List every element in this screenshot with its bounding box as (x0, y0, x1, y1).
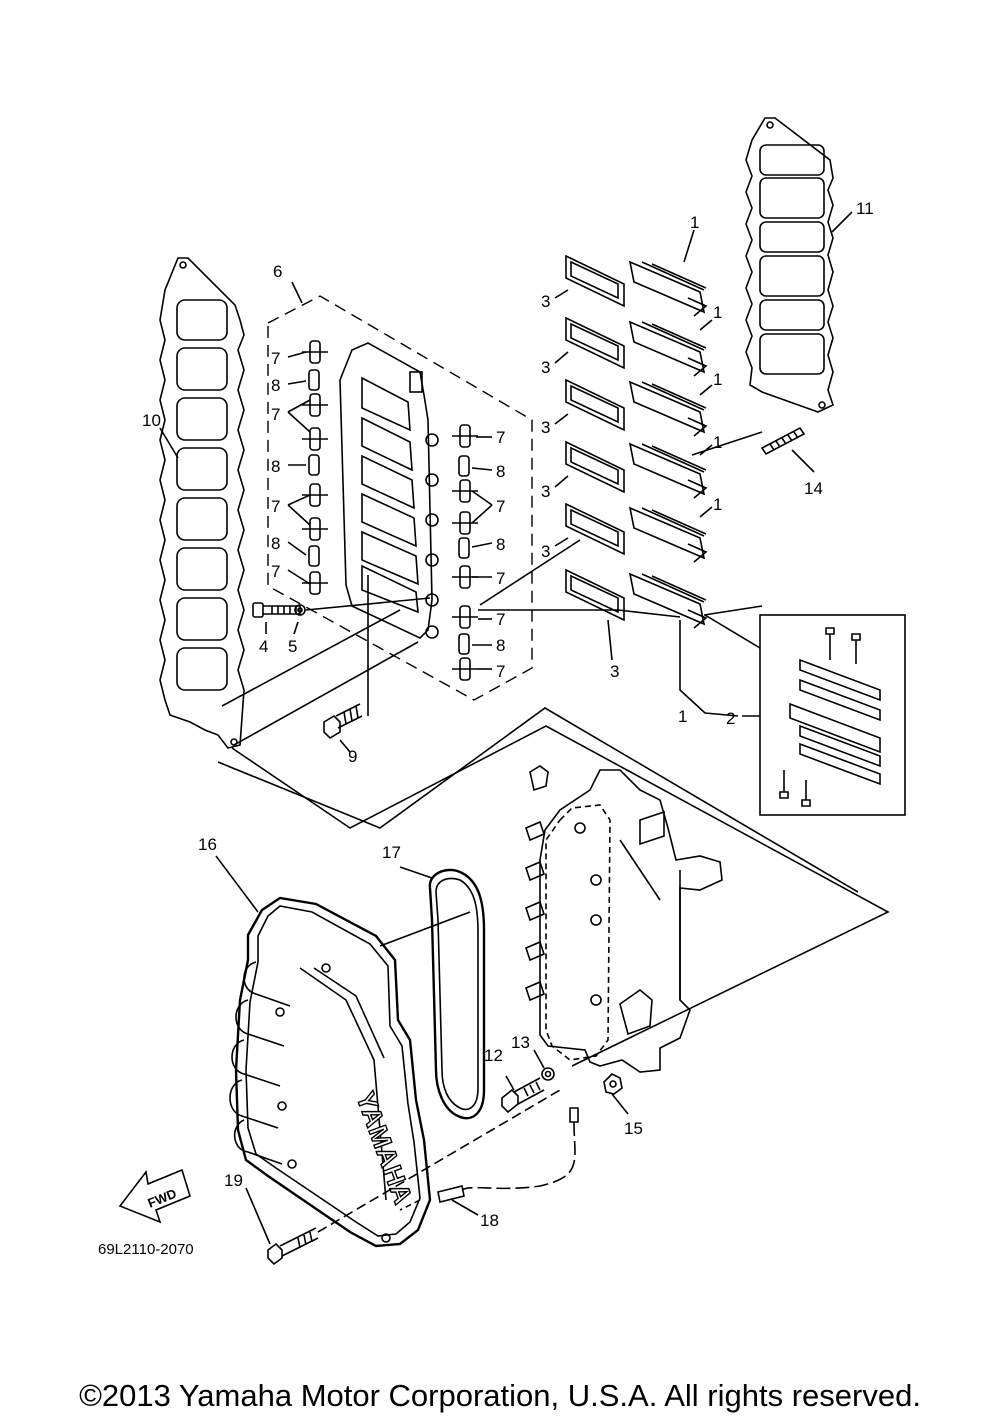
reed-valve-holder-6 (339, 342, 439, 639)
callout-3: 3 (610, 662, 619, 681)
callout-7: 7 (496, 610, 505, 629)
callout-13: 13 (511, 1033, 530, 1052)
callout-5: 5 (288, 637, 297, 656)
callout-8: 8 (496, 535, 505, 554)
callout-3: 3 (541, 542, 550, 561)
callout-17: 17 (382, 843, 401, 862)
callout-1: 1 (713, 370, 722, 389)
callout-4: 4 (259, 637, 268, 656)
drawing-code: 69L2110-2070 (98, 1241, 194, 1258)
callout-10: 10 (142, 411, 161, 430)
reed-valves-1 (628, 260, 708, 629)
leaders-1-3 (554, 229, 713, 661)
leader-16 (215, 855, 259, 913)
callout-1: 1 (713, 495, 722, 514)
callout-1: 1 (678, 707, 687, 726)
callout-19: 19 (224, 1171, 243, 1190)
callout-11: 11 (856, 199, 874, 218)
callout-8: 8 (271, 457, 280, 476)
assembly-6-boundary (267, 295, 533, 701)
callout-16: 16 (198, 835, 217, 854)
callout-2: 2 (726, 709, 735, 728)
stud-14 (760, 426, 815, 473)
callout-7: 7 (496, 428, 505, 447)
callout-8: 8 (271, 376, 280, 395)
callout-7: 7 (496, 497, 505, 516)
callout-3: 3 (541, 418, 550, 437)
callout-8: 8 (496, 636, 505, 655)
callout-3: 3 (541, 482, 550, 501)
gasket-10 (159, 257, 245, 749)
leaders-4-5 (265, 597, 431, 635)
copyright-notice: ©2013 Yamaha Motor Corporation, U.S.A. A… (79, 1378, 921, 1413)
bolt-19 (245, 1089, 561, 1266)
callouts: 1 1 1 1 1 1 2 3 3 3 3 3 3 4 5 6 7 7 7 7 … (142, 199, 874, 1230)
fittings-7-right (452, 424, 478, 681)
callout-7: 7 (271, 349, 280, 368)
callout-7: 7 (271, 562, 280, 581)
callout-3: 3 (541, 292, 550, 311)
reed-valve-detail-2 (742, 614, 906, 816)
callout-3: 3 (541, 358, 550, 377)
callout-15: 15 (624, 1119, 643, 1138)
callout-1: 1 (713, 433, 722, 452)
callout-1: 1 (713, 303, 722, 322)
fwd-arrow-icon: FWD (118, 1168, 191, 1224)
callout-1: 1 (690, 213, 699, 232)
reed-plates-3 (565, 254, 625, 622)
callout-8: 8 (496, 462, 505, 481)
leader-11 (831, 211, 853, 233)
leaders-assembly-6 (287, 281, 493, 670)
fittings-7-left (302, 340, 328, 595)
callout-9: 9 (348, 747, 357, 766)
crankcase-block (525, 765, 723, 1073)
screw-9 (323, 703, 363, 753)
callout-18: 18 (480, 1211, 499, 1230)
callout-8: 8 (271, 534, 280, 553)
callout-6: 6 (273, 262, 282, 281)
callout-7: 7 (496, 662, 505, 681)
screw-4 (252, 602, 301, 618)
callout-7: 7 (496, 569, 505, 588)
gasket-11 (745, 117, 834, 413)
washer-5 (294, 604, 306, 616)
callout-14: 14 (804, 479, 823, 498)
leader-10 (159, 427, 179, 459)
bolt-12 (501, 1075, 545, 1114)
washer-13 (533, 1049, 555, 1081)
seal-17 (379, 866, 486, 1120)
callout-7: 7 (271, 497, 280, 516)
intake-silencer-cover-16: YAMAHA (229, 896, 432, 1248)
hose-18 (399, 1107, 579, 1216)
callout-12: 12 (484, 1046, 503, 1065)
callout-7: 7 (271, 405, 280, 424)
nut-15 (603, 1073, 629, 1115)
